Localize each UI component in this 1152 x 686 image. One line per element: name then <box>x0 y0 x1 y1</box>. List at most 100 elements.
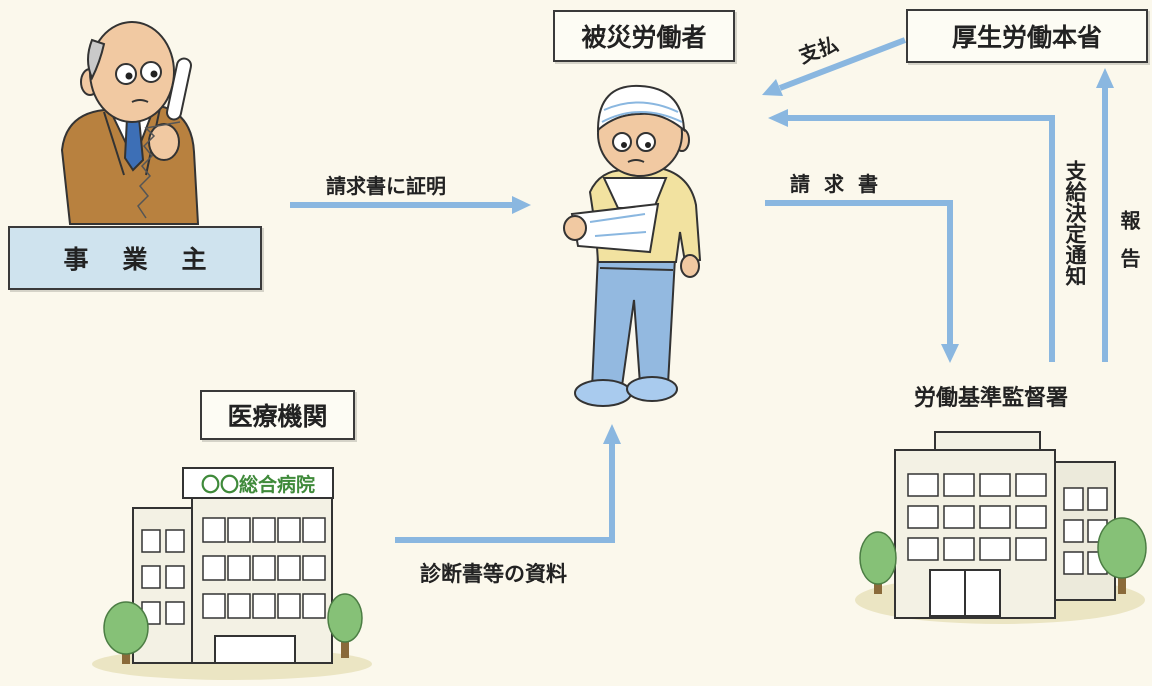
payment-arrow-line <box>778 37 907 91</box>
building-window <box>302 517 326 543</box>
building-window <box>252 555 276 581</box>
worker-pupil-right <box>645 142 651 148</box>
building-window <box>165 529 185 553</box>
office-tree-left <box>859 531 897 594</box>
building-window <box>141 529 161 553</box>
report-arrowhead <box>1096 68 1114 88</box>
worker-shoe-right <box>626 376 678 402</box>
tree-foliage <box>1097 517 1147 579</box>
hospital-left-windows <box>141 529 185 625</box>
building-window <box>252 517 276 543</box>
building-window <box>1087 487 1108 511</box>
worker-eye-left <box>612 132 632 152</box>
building-window <box>202 555 226 581</box>
building-window <box>979 505 1011 529</box>
hospital-illustration: 〇〇総合病院 <box>92 467 372 680</box>
hospital-entrance <box>214 635 296 664</box>
employer-mouth <box>131 99 149 103</box>
building-window <box>165 601 185 625</box>
employer-side-hair <box>87 38 106 81</box>
hospital-main-windows <box>202 517 326 619</box>
employer-illustration <box>60 21 200 225</box>
arrowheads <box>512 68 1114 444</box>
injured-worker-box: 被災労働者 <box>553 10 735 62</box>
office-tree-right <box>1097 517 1147 594</box>
worker-sling-fold <box>589 213 646 223</box>
employer-eye-right <box>140 61 162 83</box>
worker-sling-fold-2 <box>594 231 647 237</box>
hospital-sign-text: 〇〇総合病院 <box>201 473 315 496</box>
building-window <box>1063 487 1084 511</box>
certification-label: 請求書に証明 <box>326 174 446 198</box>
worker-head-bandage <box>596 84 686 133</box>
certification-arrowhead <box>512 196 531 214</box>
building-window <box>943 505 975 529</box>
building-window <box>979 537 1011 561</box>
labor-office-illustration <box>855 431 1147 624</box>
decision-notice-label: 支給決定通知 <box>1063 160 1087 286</box>
building-window <box>277 593 301 619</box>
worker-shoe-left <box>574 379 632 407</box>
building-window <box>1015 505 1047 529</box>
building-window <box>1015 473 1047 497</box>
building-window <box>227 555 251 581</box>
building-window <box>907 537 939 561</box>
worker-belt <box>599 267 674 271</box>
employer-lapel-left <box>103 111 125 176</box>
worker-jeans <box>590 253 677 390</box>
building-window <box>907 473 939 497</box>
building-window <box>1063 519 1084 543</box>
tree-foliage <box>859 531 897 585</box>
employer-eye-left <box>115 63 137 85</box>
tree-trunk <box>341 628 349 658</box>
worker-pupil-left <box>621 142 627 148</box>
building-window <box>979 473 1011 497</box>
worker-right-hand <box>680 254 700 278</box>
flow-arrows <box>290 37 1108 543</box>
phone-cord <box>137 121 181 219</box>
claim-arrowhead <box>941 344 959 363</box>
building-window <box>302 593 326 619</box>
injured-worker-illustration <box>563 84 702 407</box>
building-window <box>907 505 939 529</box>
building-window <box>943 473 975 497</box>
employer-pupil-right <box>150 70 158 78</box>
decision-notice-arrow-line <box>786 115 1055 362</box>
office-main-windows <box>907 473 1047 561</box>
hospital-tree-left <box>103 601 149 664</box>
building-window <box>277 517 301 543</box>
building-window <box>1015 537 1047 561</box>
building-window <box>252 593 276 619</box>
labor-office-label: 労働基準監督署 <box>914 386 1069 411</box>
hospital-tree-right <box>327 593 363 658</box>
tree-trunk <box>1118 566 1126 594</box>
payment-arrowhead <box>762 79 783 96</box>
employer-box: 事業主 <box>8 226 262 290</box>
documents-arrowhead <box>603 424 621 444</box>
building-window <box>165 565 185 589</box>
building-window <box>227 517 251 543</box>
employer-tie <box>123 117 145 172</box>
worker-left-hand <box>563 215 587 241</box>
building-window <box>227 593 251 619</box>
phone-handset-icon <box>166 57 192 121</box>
building-window <box>1063 551 1084 575</box>
building-window <box>277 555 301 581</box>
documents-arrow-line <box>395 442 615 543</box>
medical-institution-box: 医療機関 <box>200 390 355 440</box>
employer-pupil-left <box>125 72 133 80</box>
building-window <box>302 555 326 581</box>
building-window <box>202 593 226 619</box>
building-window <box>141 565 161 589</box>
office-side-windows <box>1063 487 1108 575</box>
report-label: 報告 <box>1117 210 1141 286</box>
claim-arrow-line <box>765 200 953 346</box>
building-window <box>943 537 975 561</box>
hospital-sign-board <box>182 467 334 499</box>
documents-label: 診断書等の資料 <box>420 562 567 586</box>
claim-label: 請求書 <box>790 172 892 196</box>
worker-mouth <box>627 159 645 163</box>
tree-foliage <box>327 593 363 643</box>
tree-foliage <box>103 601 149 655</box>
